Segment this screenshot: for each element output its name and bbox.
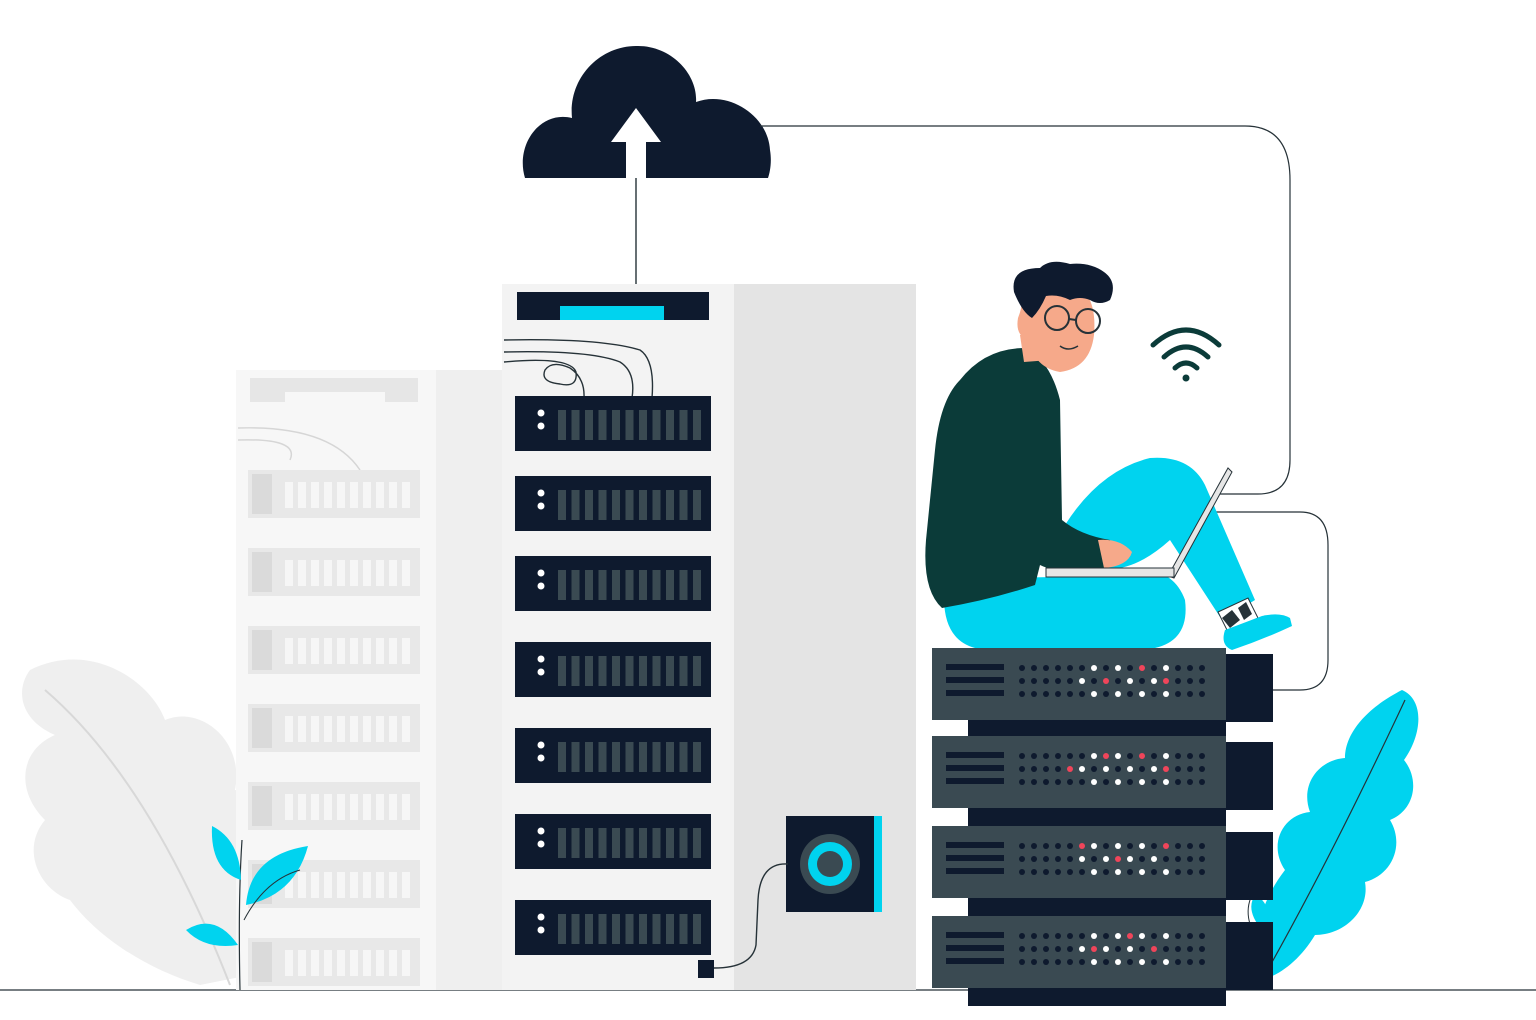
rack-unit (515, 476, 711, 531)
teal-plant-left (186, 826, 308, 991)
glasses (1044, 305, 1101, 334)
rack-unit (515, 556, 711, 611)
person-with-laptop (925, 261, 1292, 650)
drive-cable (713, 863, 789, 969)
connection-line-top (760, 125, 1291, 495)
argyle-sock (1217, 597, 1259, 633)
main-server-rack (502, 284, 916, 990)
stacked-server (932, 736, 1273, 826)
rack-unit (515, 642, 711, 697)
laptop (1045, 467, 1233, 579)
cloud-upload-icon (522, 45, 771, 284)
external-drive (786, 816, 882, 912)
server-stack (932, 648, 1273, 1006)
ghost-rack-unit (248, 470, 420, 518)
ghost-rack-unit (248, 938, 420, 986)
hair (1013, 261, 1113, 318)
ghost-rack-unit (248, 704, 420, 752)
stacked-server (932, 826, 1273, 916)
drive-plug (698, 960, 714, 978)
ghost-server-rack (236, 370, 504, 990)
up-arrow-icon (611, 108, 661, 178)
ghost-rack-unit (248, 626, 420, 674)
ghost-rack-unit (248, 548, 420, 596)
rack-unit (515, 900, 711, 955)
ghost-rack-unit (248, 782, 420, 830)
shoe (1223, 614, 1292, 650)
hoodie (925, 348, 1110, 608)
rack-unit (515, 396, 711, 451)
connection-line-bottom (1210, 511, 1329, 691)
wifi-icon (1150, 327, 1222, 382)
rack-top-indicator (560, 306, 664, 320)
rack-unit (515, 814, 711, 869)
teal-plant-right (1247, 690, 1419, 981)
rack-unit (515, 728, 711, 783)
stacked-server (932, 916, 1273, 1006)
stacked-server (932, 648, 1273, 738)
